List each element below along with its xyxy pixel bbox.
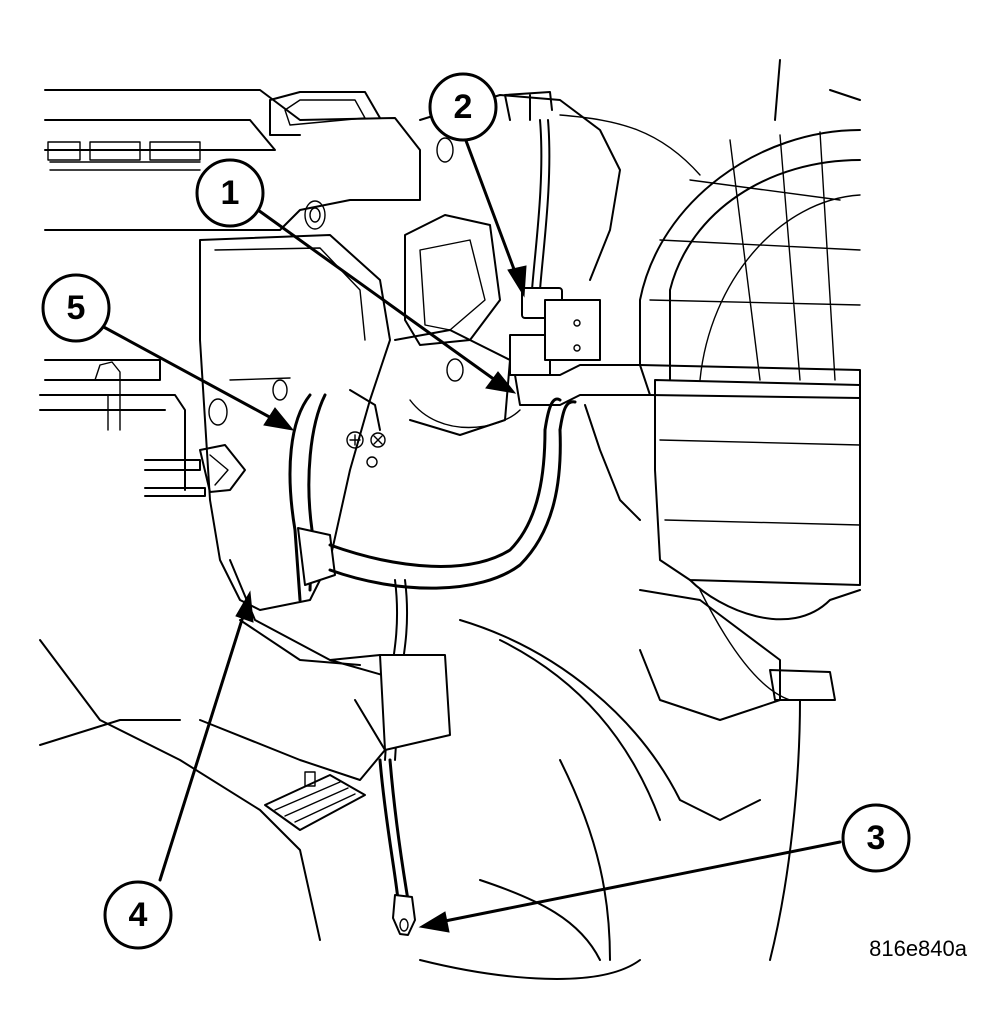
ground-strap — [288, 393, 577, 936]
callout-5-label: 5 — [67, 289, 86, 327]
figure-id: 816e840a — [869, 936, 967, 961]
floor-duct — [39, 559, 801, 980]
leader-arrow-2 — [460, 128, 520, 282]
leader-arrow-1 — [256, 208, 497, 382]
callout-3: 3 — [841, 803, 911, 873]
callout-2-label: 2 — [454, 88, 473, 126]
connector-block — [509, 287, 861, 521]
leader-arrows — [98, 128, 842, 933]
leader-arrow-4 — [158, 608, 247, 882]
leader-arrow-5 — [98, 323, 277, 422]
arrowhead-4 — [235, 590, 254, 623]
callout-4: 4 — [103, 880, 173, 950]
arrowhead-5 — [263, 407, 295, 431]
callout-3-label: 3 — [867, 819, 886, 857]
bracket-assembly — [394, 91, 701, 436]
hvac-housing — [39, 234, 391, 611]
blower-motor — [639, 59, 861, 721]
instrument-panel — [44, 89, 454, 396]
arrowhead-3 — [418, 911, 450, 933]
callout-1: 1 — [195, 158, 265, 228]
callout-1-label: 1 — [221, 174, 240, 212]
callout-5: 5 — [41, 273, 111, 343]
leader-arrow-3 — [438, 840, 842, 924]
arrowhead-2 — [507, 265, 527, 298]
callout-4-label: 4 — [129, 896, 148, 934]
callout-2: 2 — [428, 72, 498, 142]
arrowhead-1 — [485, 371, 517, 394]
